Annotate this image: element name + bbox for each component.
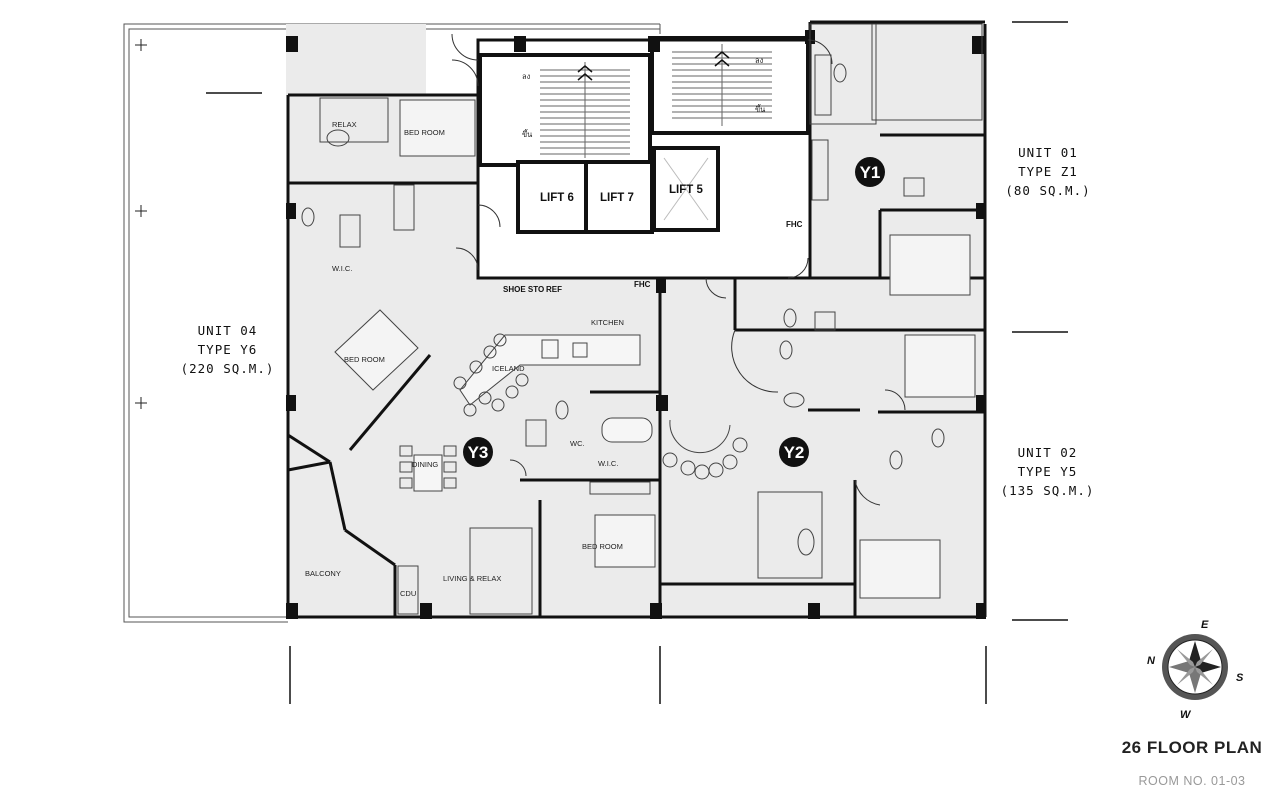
room-wic-1: W.I.C. (332, 264, 352, 273)
building-core (476, 36, 812, 280)
room-kitchen: KITCHEN (591, 318, 624, 327)
unit-01-label: UNIT 01 TYPE Z1 (80 SQ.M.) (1005, 145, 1091, 198)
unit-04-label: UNIT 04 TYPE Y6 (220 SQ.M.) (180, 323, 275, 376)
lift-6-label: LIFT 6 (540, 192, 574, 204)
compass-n: N (1147, 655, 1156, 667)
room-ref: REF (546, 285, 562, 294)
room-relax: RELAX (332, 120, 357, 129)
room-cdu: CDU (400, 589, 416, 598)
room-bedroom-2: BED ROOM (344, 355, 385, 364)
room-wc: WC. (570, 439, 585, 448)
room-fhc-1: FHC (634, 280, 651, 289)
compass-s: S (1236, 672, 1244, 684)
room-iceland: ICELAND (492, 364, 525, 373)
page-subtitle: ROOM NO. 01-03 (1138, 774, 1246, 788)
stair-down-2: ลง (755, 56, 764, 65)
room-dining: DINING (412, 460, 438, 469)
room-shoe-storage: SHOE STO (503, 285, 544, 294)
badge-y3-label: Y3 (468, 443, 489, 462)
badge-y1-label: Y1 (860, 163, 881, 182)
room-fhc-2: FHC (786, 220, 803, 229)
badge-y3 (463, 437, 493, 467)
badge-y2 (779, 437, 809, 467)
terrace-marks (135, 39, 147, 409)
room-labels: RELAX BED ROOM W.I.C. BED ROOM KITCHEN I… (305, 56, 803, 598)
room-living: LIVING & RELAX (443, 574, 501, 583)
grid-ticks (206, 21, 1068, 704)
compass-w: W (1180, 709, 1192, 721)
badge-y2-label: Y2 (784, 443, 805, 462)
page-title: 26 FLOOR PLAN (1121, 738, 1263, 757)
room-wic-2: W.I.C. (598, 459, 618, 468)
compass-icon (1162, 634, 1228, 700)
unit-02-label: UNIT 02 TYPE Y5 (135 SQ.M.) (1000, 445, 1095, 498)
unit-badges: Y1 Y2 Y3 (463, 157, 885, 467)
compass-e: E (1201, 619, 1209, 631)
stair-down-1: ลง (522, 72, 531, 81)
lift-5-label: LIFT 5 (669, 184, 703, 196)
room-bedroom-1: BED ROOM (404, 128, 445, 137)
stair-up-2: ขึ้น (755, 104, 765, 114)
door-swings (451, 33, 906, 506)
lift-7-label: LIFT 7 (600, 192, 634, 204)
room-bedroom-3: BED ROOM (582, 542, 623, 551)
badge-y1 (855, 157, 885, 187)
furniture (301, 23, 983, 615)
room-balcony: BALCONY (305, 569, 341, 578)
stair-up-1: ขึ้น (522, 129, 532, 139)
